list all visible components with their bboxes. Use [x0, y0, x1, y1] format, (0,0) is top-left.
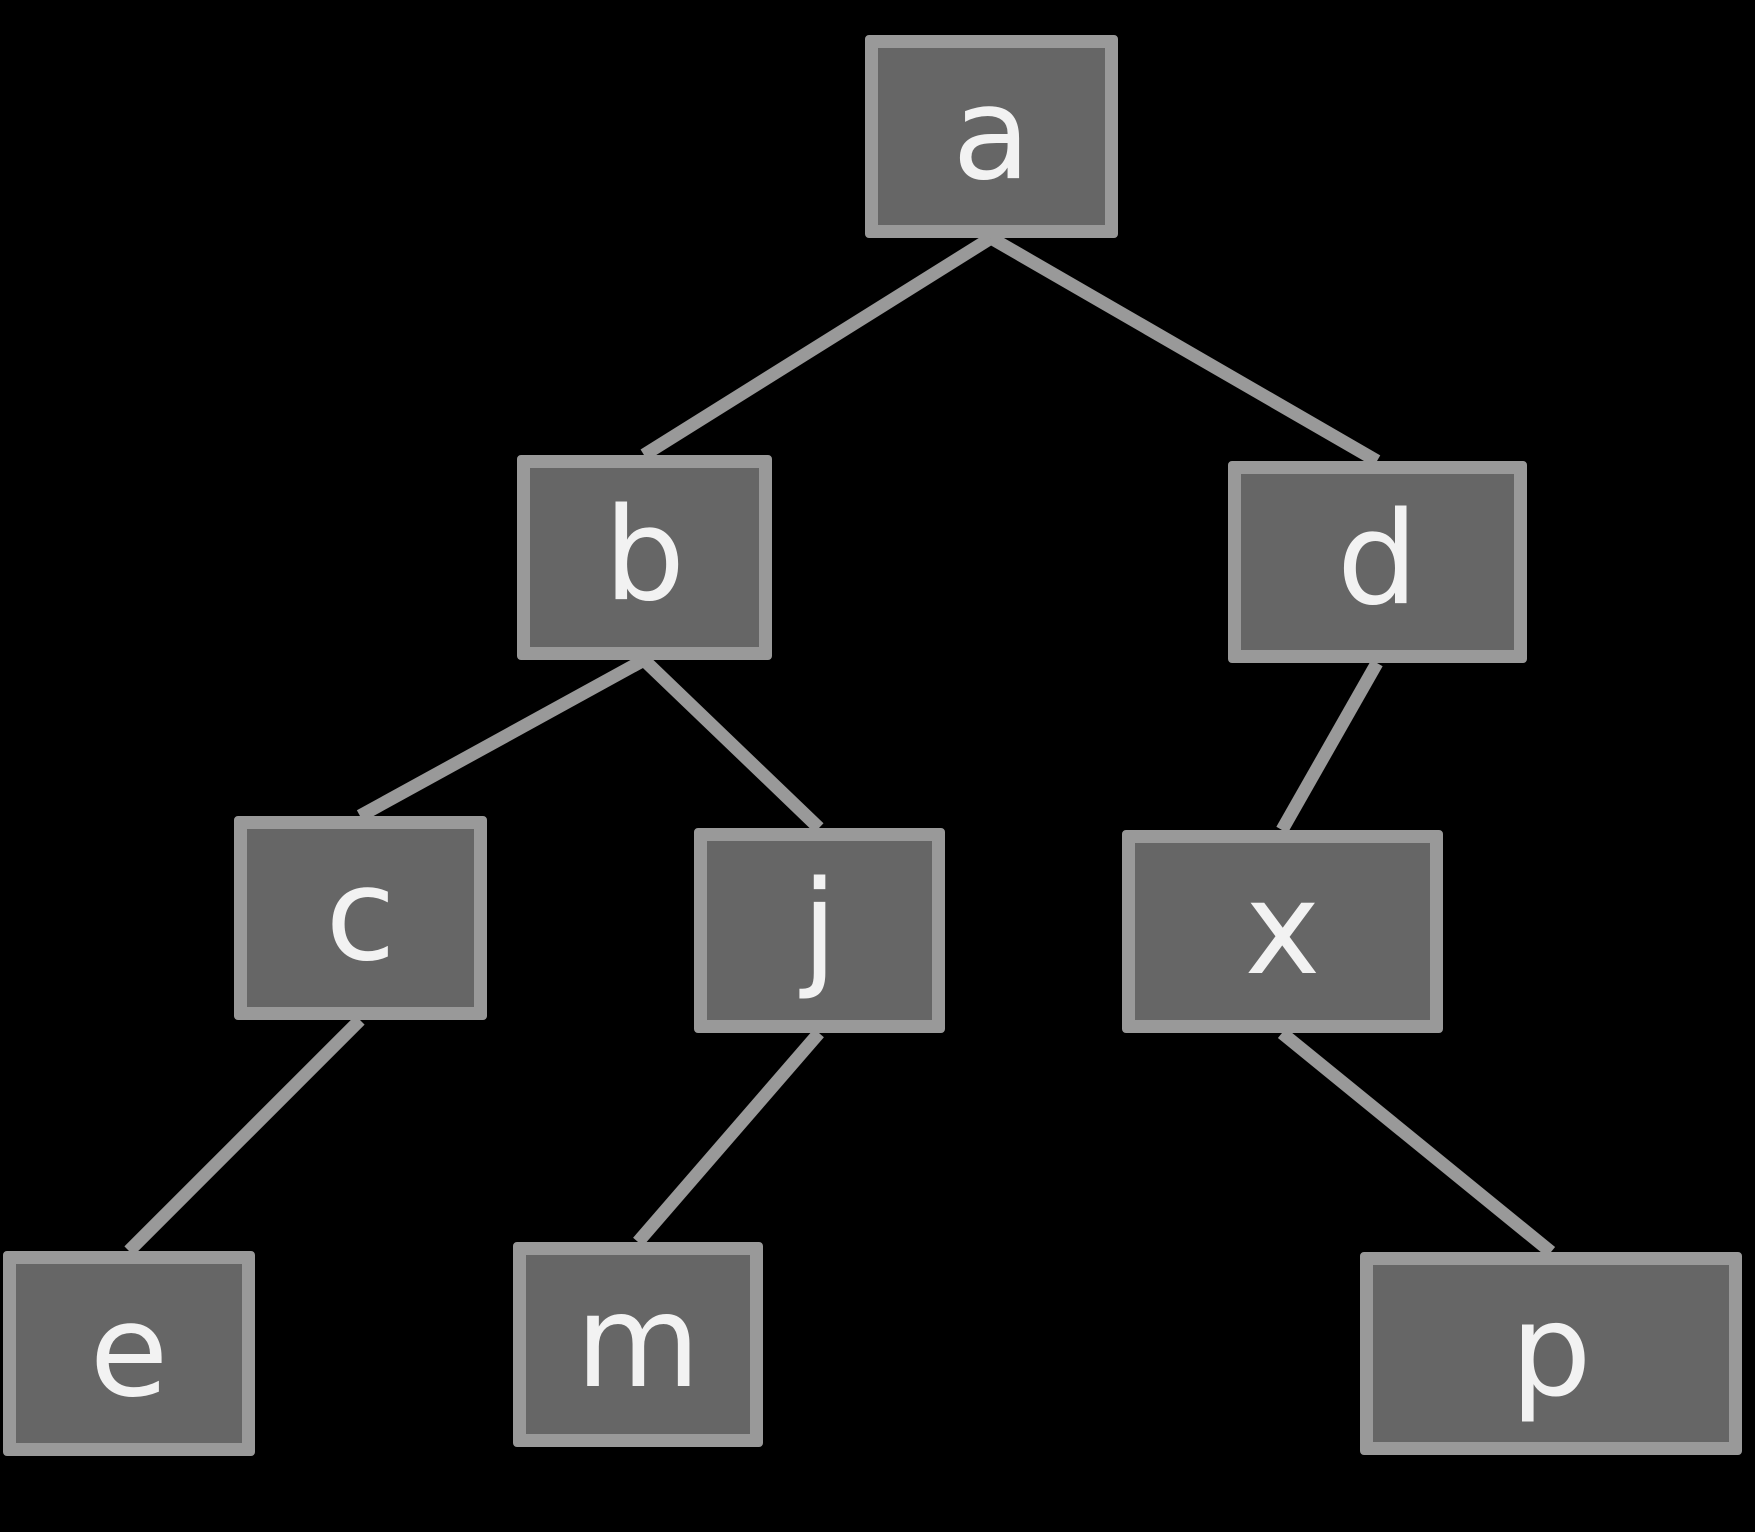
- tree-node-m[interactable]: m: [513, 1242, 763, 1447]
- tree-edge-d-x: [1276, 659, 1383, 834]
- tree-edge-a-d: [987, 232, 1381, 467]
- tree-edge-j-m: [633, 1028, 824, 1247]
- tree-edge-b-c: [356, 654, 648, 822]
- tree-node-label-e: e: [89, 1276, 169, 1426]
- tree-edge-x-p: [1277, 1027, 1556, 1258]
- tree-node-label-m: m: [575, 1267, 701, 1417]
- tree-node-label-d: d: [1336, 485, 1419, 634]
- tree-node-e[interactable]: e: [3, 1251, 255, 1456]
- tree-node-label-b: b: [603, 480, 686, 630]
- tree-edge-a-b: [640, 232, 995, 461]
- tree-node-b[interactable]: b: [517, 455, 772, 660]
- tree-node-label-x: x: [1244, 854, 1321, 1004]
- tree-edge-b-j: [639, 655, 824, 833]
- tree-node-a[interactable]: a: [865, 35, 1118, 238]
- tree-node-j[interactable]: j: [694, 828, 945, 1033]
- tree-node-label-p: p: [1510, 1276, 1592, 1426]
- tree-node-label-a: a: [952, 59, 1031, 209]
- tree-node-c[interactable]: c: [234, 816, 487, 1020]
- tree-node-p[interactable]: p: [1360, 1252, 1742, 1455]
- tree-node-d[interactable]: d: [1228, 461, 1527, 663]
- tree-node-label-c: c: [325, 841, 396, 990]
- tree-edge-c-e: [124, 1015, 365, 1256]
- tree-node-label-j: j: [801, 853, 838, 1003]
- tree-node-x[interactable]: x: [1122, 830, 1443, 1033]
